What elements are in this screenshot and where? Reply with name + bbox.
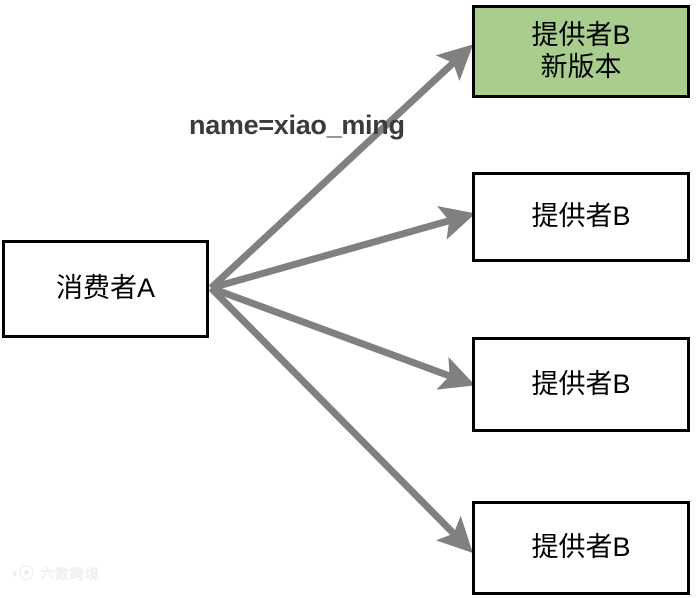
provider-node-1: 提供者B 新版本 — [472, 5, 690, 98]
provider-1-label-line1: 提供者B — [531, 20, 631, 51]
arrow-to-provider-4 — [208, 285, 473, 553]
arrow-to-provider-2 — [210, 206, 476, 292]
provider-4-label: 提供者B — [531, 532, 631, 563]
provider-1-label-line2: 新版本 — [540, 51, 622, 82]
edge-label-name-tag: name=xiao_ming — [189, 110, 405, 140]
provider-3-label: 提供者B — [531, 368, 631, 399]
watermark: ◖⦿ 六数跨境 — [10, 566, 100, 581]
watermark-logo-icon: ◖⦿ — [10, 565, 35, 582]
provider-2-label: 提供者B — [531, 201, 631, 232]
provider-node-2: 提供者B — [472, 172, 690, 262]
provider-node-3: 提供者B — [472, 337, 690, 432]
consumer-node: 消费者A — [2, 240, 209, 338]
arrow-to-provider-1 — [208, 44, 474, 291]
watermark-text: 六数跨境 — [40, 565, 101, 582]
provider-node-4: 提供者B — [472, 501, 690, 595]
arrow-to-provider-3 — [209, 284, 476, 390]
consumer-label: 消费者A — [55, 273, 155, 304]
